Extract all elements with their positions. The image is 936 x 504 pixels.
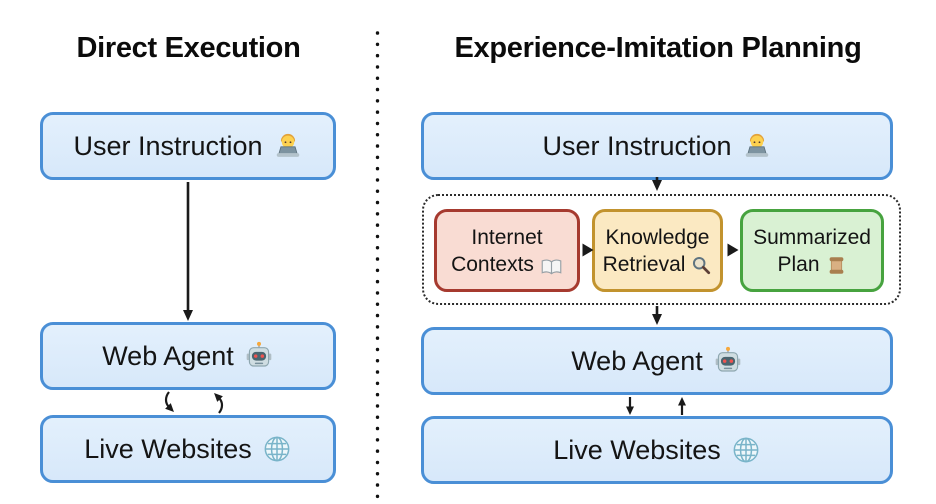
left-arrow-websites-to-agent (214, 393, 224, 414)
node-label: Live Websites (84, 433, 252, 464)
left-node-user-instruction: User Instruction (40, 112, 336, 180)
open-book-icon (540, 258, 563, 276)
node-label: Web Agent (571, 345, 703, 376)
globe-icon (731, 435, 761, 465)
globe-icon (262, 434, 292, 464)
right-node-live-websites: Live Websites (421, 416, 893, 484)
node-summarized-plan: Summarized Plan (740, 209, 884, 292)
node-label: Internet Contexts (451, 225, 543, 276)
node-label: User Instruction (73, 130, 263, 161)
robot-icon (244, 341, 274, 371)
left-panel-title: Direct Execution (76, 32, 301, 64)
scroll-icon (826, 255, 847, 276)
node-label: Knowledge Retrieval (602, 225, 710, 276)
node-label: Live Websites (553, 434, 721, 465)
planning-module-container (422, 194, 901, 305)
right-node-web-agent: Web Agent (421, 327, 893, 395)
robot-icon (713, 346, 743, 376)
node-label: Web Agent (102, 340, 234, 371)
technologist-icon (273, 131, 303, 161)
left-node-live-websites: Live Websites (40, 415, 336, 483)
technologist-icon (742, 131, 772, 161)
left-arrow-agent-to-websites (164, 391, 174, 412)
node-internet-contexts: Internet Contexts (434, 209, 580, 292)
right-node-user-instruction: User Instruction (421, 112, 893, 180)
node-label: User Instruction (542, 130, 732, 161)
left-node-web-agent: Web Agent (40, 322, 336, 390)
node-label: Summarized Plan (753, 225, 871, 276)
right-panel-title: Experience-Imitation Planning (454, 32, 862, 64)
magnifying-glass-icon (691, 255, 712, 276)
node-knowledge-retrieval: Knowledge Retrieval (592, 209, 723, 292)
